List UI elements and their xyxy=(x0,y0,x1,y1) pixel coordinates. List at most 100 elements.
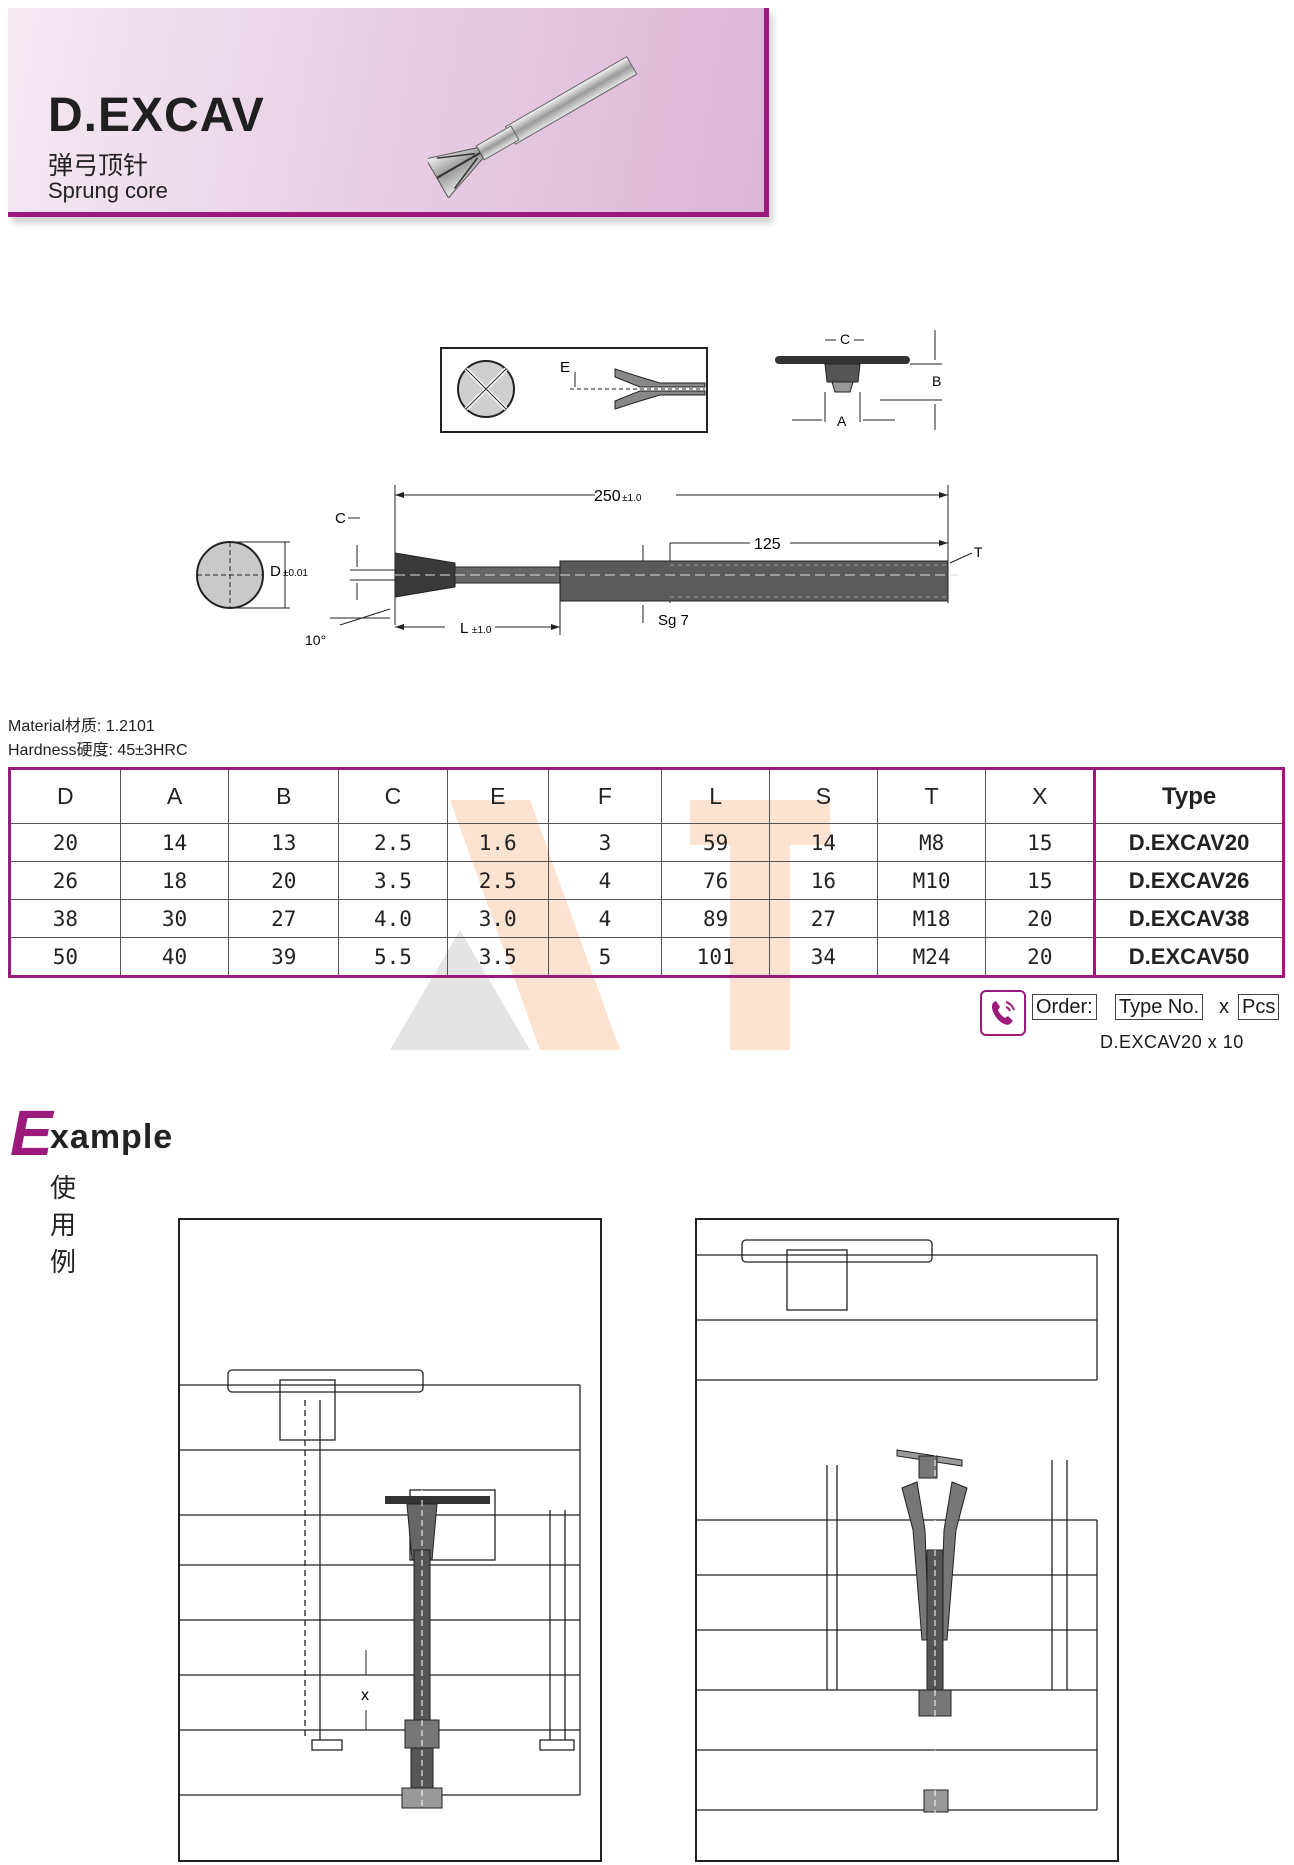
table-row: 50 40 39 5.5 3.5 5 101 34 M24 20 D.EXCAV… xyxy=(9,937,1284,977)
table-cell: 39 xyxy=(228,937,340,977)
label-D-tol: ±0.01 xyxy=(283,568,308,579)
order-x: x xyxy=(1219,996,1229,1018)
example-title: xample xyxy=(50,1118,174,1156)
col-header-C: C xyxy=(338,768,448,824)
col-header-A: A xyxy=(119,768,230,824)
mold-closed-drawing: x xyxy=(180,1369,581,1820)
product-subtitle-en: Sprung core xyxy=(48,178,168,203)
table-cell: 26 xyxy=(9,861,121,900)
col-header-F: F xyxy=(547,768,663,824)
order-label: Order: xyxy=(1032,994,1097,1020)
mold-open-drawing xyxy=(697,1239,1098,1840)
material-spec: Material材质: 1.2101 xyxy=(8,718,155,735)
label-L: L xyxy=(460,620,468,637)
main-drawing: D ±0.01 C 10° 250 ±1.0 125 T Sg 7 L ±1.0 xyxy=(196,485,983,648)
order-example: D.EXCAV20 x 10 xyxy=(1100,1032,1244,1052)
product-subtitle-cn: 弹弓顶针 xyxy=(48,152,149,180)
label-total: 250 xyxy=(594,488,621,505)
table-cell: M10 xyxy=(876,861,987,900)
header-banner: D.EXCAV 弹弓顶针 Sprung core xyxy=(8,8,769,217)
table-cell: 89 xyxy=(661,899,771,938)
table-cell: 101 xyxy=(661,937,771,977)
table-cell: 14 xyxy=(119,823,230,862)
table-cell: 20 xyxy=(985,937,1096,977)
label-B: B xyxy=(932,373,941,389)
table-cell: 14 xyxy=(769,823,878,862)
type-cell: D.EXCAV26 xyxy=(1093,861,1284,900)
table-cell: 15 xyxy=(985,823,1096,862)
table-cell: 20 xyxy=(9,823,121,862)
order-info: Order: Type No. x Pcs D.EXCAV20 x 10 xyxy=(980,990,1280,1052)
type-cell: D.EXCAV20 xyxy=(1093,823,1284,862)
table-cell: 3.5 xyxy=(446,937,549,977)
label-angle: 10° xyxy=(305,632,326,648)
table-cell: 4.0 xyxy=(338,899,448,938)
label-T: T xyxy=(974,544,983,560)
table-cell: 3 xyxy=(547,823,663,862)
label-L-tol: ±1.0 xyxy=(472,625,492,636)
order-pcs: Pcs xyxy=(1238,994,1280,1020)
table-cell: 4 xyxy=(547,899,663,938)
table-cell: 20 xyxy=(228,861,340,900)
table-cell: 3.0 xyxy=(446,899,549,938)
col-header-X: X xyxy=(985,768,1096,824)
label-A: A xyxy=(837,413,847,429)
detail-drawing-tip: E xyxy=(440,347,708,433)
table-cell: 16 xyxy=(769,861,878,900)
label-sg7: Sg 7 xyxy=(658,612,689,629)
label-D: D xyxy=(270,563,281,580)
table-row: 20 14 13 2.5 1.6 3 59 14 M8 15 D.EXCAV20 xyxy=(9,823,1284,862)
table-cell: 34 xyxy=(769,937,878,977)
col-header-E: E xyxy=(446,768,549,824)
col-header-D: D xyxy=(9,768,121,824)
table-cell: 30 xyxy=(119,899,230,938)
spec-table: D A B C E F L S T X Type 20 14 13 2.5 1.… xyxy=(8,767,1285,978)
hardness-spec: Hardness硬度: 45±3HRC xyxy=(8,742,188,759)
product-photo xyxy=(428,56,638,198)
table-cell: 40 xyxy=(119,937,230,977)
col-header-S: S xyxy=(769,768,878,824)
table-cell: 4 xyxy=(547,861,663,900)
col-header-type: Type xyxy=(1093,768,1284,824)
table-cell: M18 xyxy=(876,899,987,938)
product-title: D.EXCAV xyxy=(48,89,265,142)
col-header-T: T xyxy=(876,768,987,824)
table-row: 38 30 27 4.0 3.0 4 89 27 M18 20 D.EXCAV3… xyxy=(9,899,1284,938)
table-row: 26 18 20 3.5 2.5 4 76 16 M10 15 D.EXCAV2… xyxy=(9,861,1284,900)
table-cell: M24 xyxy=(876,937,987,977)
table-cell: 1.6 xyxy=(446,823,549,862)
table-cell: 2.5 xyxy=(446,861,549,900)
table-cell: 59 xyxy=(661,823,771,862)
example-initial: E xyxy=(10,1097,53,1169)
example-panel-closed: x xyxy=(178,1218,602,1862)
table-cell: 5 xyxy=(547,937,663,977)
col-header-L: L xyxy=(661,768,771,824)
label-x: x xyxy=(361,1687,369,1704)
label-E: E xyxy=(560,359,570,376)
phone-icon xyxy=(980,990,1026,1036)
table-cell: M8 xyxy=(876,823,987,862)
type-cell: D.EXCAV50 xyxy=(1093,937,1284,977)
order-type-no: Type No. xyxy=(1115,994,1204,1020)
table-cell: 50 xyxy=(9,937,121,977)
example-title-cn: 使用例 xyxy=(50,1173,77,1277)
table-cell: 2.5 xyxy=(338,823,448,862)
table-cell: 13 xyxy=(228,823,340,862)
table-cell: 76 xyxy=(661,861,771,900)
type-cell: D.EXCAV38 xyxy=(1093,899,1284,938)
table-cell: 15 xyxy=(985,861,1096,900)
table-cell: 27 xyxy=(228,899,340,938)
detail-drawing-part: C B A xyxy=(775,330,942,430)
table-header-row: D A B C E F L S T X Type xyxy=(9,768,1284,824)
label-125: 125 xyxy=(754,536,781,553)
table-cell: 20 xyxy=(985,899,1096,938)
label-total-tol: ±1.0 xyxy=(622,493,642,504)
table-cell: 38 xyxy=(9,899,121,938)
table-cell: 27 xyxy=(769,899,878,938)
example-panel-open xyxy=(695,1218,1119,1862)
table-cell: 18 xyxy=(119,861,230,900)
table-cell: 3.5 xyxy=(338,861,448,900)
table-cell: 5.5 xyxy=(338,937,448,977)
label-C: C xyxy=(840,331,850,347)
label-C-main: C xyxy=(335,510,346,527)
